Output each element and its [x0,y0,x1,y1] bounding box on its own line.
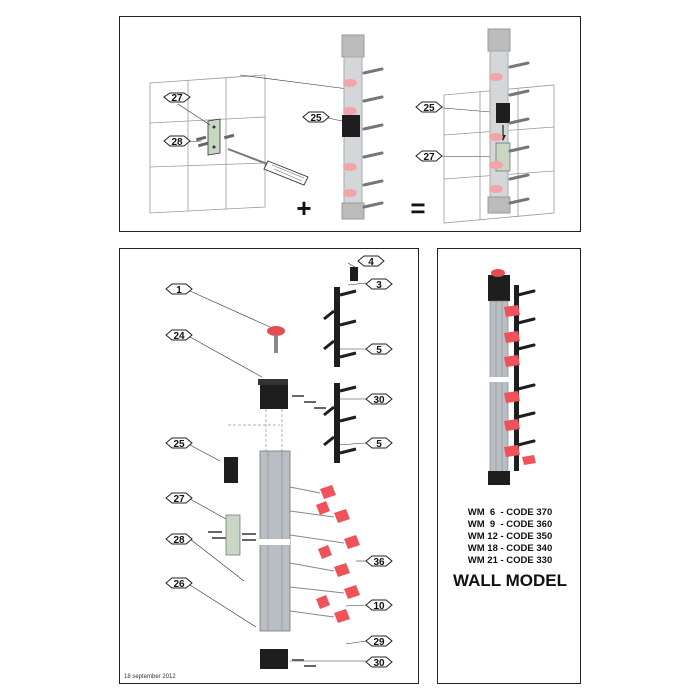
callout-24: 24 [165,329,193,342]
drawing-date: 18 september 2012 [124,674,176,680]
pegs-part-10 [289,485,360,623]
svg-text:30: 30 [373,395,385,406]
svg-text:29: 29 [373,637,385,648]
model-code-row: WM 21 - CODE 330 [467,555,553,566]
top-cap-part-24 [258,379,288,409]
svg-text:26: 26 [173,579,185,590]
svg-text:10: 10 [373,601,385,612]
screwdriver-icon [227,148,309,186]
callout-27-left: 27 [163,92,191,104]
svg-text:28: 28 [173,535,185,546]
callout-26: 26 [165,577,193,590]
cap-screws-bottom [292,659,316,667]
leader-lines-top [177,74,503,158]
svg-text:27: 27 [423,152,435,163]
callout-25-mid: 25 [302,111,330,124]
callout-28: 28 [165,533,193,546]
callout-27-right: 27 [415,150,443,163]
svg-text:25: 25 [173,439,185,450]
callout-5-upper: 5 [365,343,393,356]
knob-part-1 [267,326,285,353]
svg-text:25: 25 [423,103,435,114]
rail-part-26 [250,450,291,632]
callout-29: 29 [365,635,393,648]
mounting-bracket-left [207,118,221,156]
callout-30-lower: 30 [365,656,393,669]
svg-text:3: 3 [376,280,382,291]
alignment-dashes [228,409,283,451]
exploded-view-drawing: 1 24 25 27 28 26 4 3 [165,255,393,669]
callout-5-lower: 5 [365,437,393,450]
hanger-bar-part-30 [323,383,357,463]
callout-27: 27 [165,492,193,505]
svg-text:28: 28 [171,137,183,148]
model-code-row: WM 12 - CODE 350 [467,531,553,542]
wall-model-title: WALL MODEL [453,571,567,590]
svg-text:36: 36 [373,557,385,568]
equals-sign: = [410,193,425,223]
wall-rack-right [487,28,530,214]
wall-model-rack-drawing [482,269,536,485]
svg-text:24: 24 [173,331,185,342]
bottom-cap-part-29 [260,649,288,669]
callout-3: 3 [365,278,393,291]
callout-25-right: 25 [415,101,443,114]
svg-text:25: 25 [310,113,322,124]
callout-28-left: 28 [163,135,191,148]
wall-screws [195,133,235,148]
callout-10: 10 [365,599,393,612]
wall-model-panel: WM 6 - CODE 370 WM 9 - CODE 360 WM 12 - … [437,248,581,684]
wall-tile-grid-left [149,74,266,214]
model-code-row: WM 18 - CODE 340 [467,543,553,554]
plus-sign: + [296,193,311,223]
svg-text:30: 30 [373,658,385,669]
model-code-row: WM 6 - CODE 370 [467,507,553,518]
cap-screws-top [292,395,326,409]
top-assembly-panel: 27 28 25 + = [119,16,581,232]
top-assembly-drawing: 27 28 25 + = [149,28,555,224]
model-code-list: WM 6 - CODE 370 WM 9 - CODE 360 WM 12 - … [438,507,582,567]
wall-model-rack [482,269,536,485]
svg-text:27: 27 [173,494,185,505]
callout-30-upper: 30 [365,393,393,406]
exploded-view-panel: 1 24 25 27 28 26 4 3 [119,248,419,684]
bracket-screws [208,531,256,541]
callout-4: 4 [357,255,385,268]
callout-1: 1 [165,283,193,296]
svg-text:1: 1 [176,285,182,296]
model-code-row: WM 9 - CODE 360 [467,519,553,530]
callout-25: 25 [165,437,193,450]
callout-36: 36 [365,555,393,568]
hanger-bar-part-3 [323,267,358,367]
svg-text:27: 27 [171,93,183,104]
wall-rack-middle [341,34,384,220]
svg-text:4: 4 [368,257,374,268]
plate-part-25 [224,457,238,483]
bracket-part-27 [225,514,241,556]
svg-text:5: 5 [376,439,382,450]
svg-text:5: 5 [376,345,382,356]
